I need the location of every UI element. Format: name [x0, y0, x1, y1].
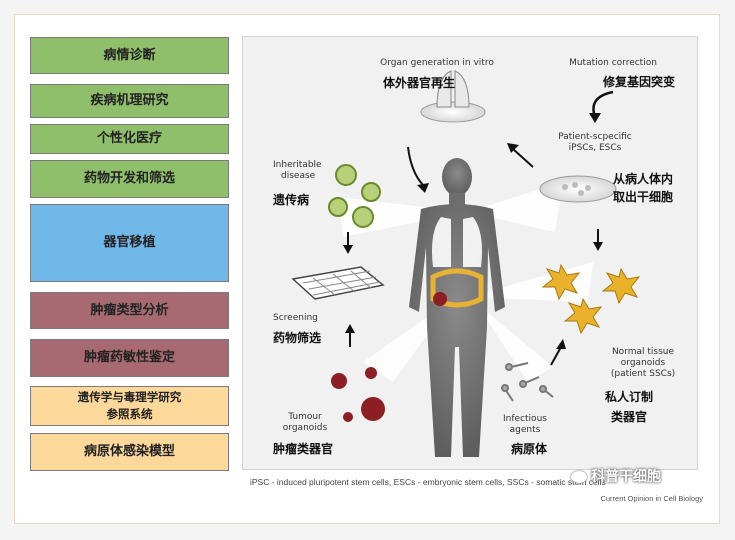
- sidebar-item-label: 疾病机理研究: [90, 93, 169, 108]
- arrow-infectious: [550, 346, 562, 366]
- label-inheritable-1: Inheritable: [273, 160, 322, 170]
- sidebar-item-label: 药物开发和筛选: [83, 171, 175, 186]
- arrow-organ-to-body: [407, 146, 424, 186]
- label-normal-3: (patient SSCs): [611, 369, 675, 379]
- sidebar-item-label: 遗传学与毒理学研究 参照系统: [77, 390, 182, 421]
- arrowhead-up-screening-icon: [345, 324, 355, 333]
- patient-stem-cell-dish: [539, 175, 617, 203]
- sidebar-item-diagnosis: 病情诊断: [30, 37, 229, 74]
- sidebar-item-transplant: 器官移植: [30, 204, 229, 282]
- sidebar-item-tumor-drug-sensitivity: 肿瘤药敏性鉴定: [30, 339, 229, 377]
- label-normal-cn-1: 私人订制: [604, 389, 653, 404]
- mutation-arrowhead-icon: [589, 113, 601, 123]
- watermark-text: 科普干细胞: [591, 469, 661, 485]
- wechat-icon: [571, 471, 587, 483]
- arrow-to-organ-generation: [512, 148, 534, 168]
- sidebar-item-tumor-typing: 肿瘤类型分析: [30, 292, 229, 329]
- sidebar-item-label: 病原体感染模型: [83, 444, 175, 459]
- organ-generation-dish: [420, 70, 486, 123]
- screening-well-plate: [291, 266, 385, 300]
- sidebar-item-genetics-toxicology: 遗传学与毒理学研究 参照系统: [30, 386, 229, 426]
- watermark: 科普干细胞: [571, 466, 661, 486]
- sidebar-item-label: 病情诊断: [103, 47, 156, 63]
- sidebar-item-label: 器官移植: [103, 235, 156, 250]
- normal-tissue-organoids: [541, 263, 641, 335]
- label-mutation-correction: Mutation correction: [569, 58, 657, 68]
- label-patient-cn-2: 取出干细胞: [613, 189, 673, 204]
- human-body: [409, 158, 505, 457]
- sidebar-item-drug-development: 药物开发和筛选: [30, 160, 229, 198]
- tumour-organoids: [331, 367, 385, 422]
- infectious-agents: [501, 362, 554, 402]
- label-infectious-cn: 病原体: [511, 441, 548, 456]
- sidebar-item-personalized: 个性化医疗: [30, 124, 229, 154]
- sidebar-item-label: 个性化医疗: [96, 131, 162, 146]
- label-patient-cn-1: 从病人体内: [613, 171, 673, 186]
- label-screening-cn: 药物筛选: [273, 330, 321, 345]
- label-normal-cn-2: 类器官: [611, 409, 647, 424]
- inheritable-disease-cells: [328, 164, 381, 228]
- label-tumour-2: organoids: [283, 423, 328, 433]
- diagram-canvas: Organ generation in vitro 体外器官再生 Mutatio…: [272, 58, 675, 457]
- label-mutation-correction-cn: 修复基因突变: [602, 74, 675, 89]
- journal-credit: Current Opinion in Cell Biology: [600, 494, 703, 503]
- figure-caption: iPSC - induced pluripotent stem cells, E…: [250, 477, 606, 487]
- sidebar-item-label: 肿瘤类型分析: [90, 302, 169, 318]
- ray-right: [468, 182, 563, 232]
- label-patient-specific-2: iPSCs, ESCs: [569, 143, 622, 153]
- organoid-application-diagram: Organ generation in vitro 体外器官再生 Mutatio…: [242, 36, 698, 470]
- label-patient-specific-1: Patient-scpecific: [558, 132, 632, 142]
- arrowhead-infectious-icon: [556, 339, 566, 349]
- label-normal-1: Normal tissue: [612, 347, 675, 357]
- sidebar-item-label: 肿瘤药敏性鉴定: [83, 350, 175, 365]
- label-infectious-2: agents: [510, 425, 541, 435]
- label-normal-2: organoids: [621, 358, 666, 368]
- label-inheritable-cn: 遗传病: [272, 192, 309, 207]
- label-infectious-1: Infectious: [503, 414, 547, 424]
- label-organ-generation: Organ generation in vitro: [380, 58, 494, 68]
- sidebar-item-mechanism: 疾病机理研究: [30, 84, 229, 118]
- arrowhead-screening-icon: [343, 245, 353, 254]
- label-screening: Screening: [273, 313, 318, 323]
- label-organ-generation-cn: 体外器官再生: [383, 75, 455, 90]
- label-tumour-cn: 肿瘤类器官: [273, 441, 333, 456]
- arrowhead-organ-generation-icon: [507, 143, 519, 153]
- ray-bottom-right: [475, 302, 553, 382]
- label-inheritable-2: disease: [281, 171, 316, 181]
- arrowhead-organ-to-body-icon: [417, 183, 429, 193]
- arrowhead-normal-organoids-icon: [593, 242, 603, 251]
- sidebar-item-infection-model: 病原体感染模型: [30, 433, 229, 471]
- ray-left: [338, 197, 468, 237]
- label-tumour-1: Tumour: [287, 412, 322, 422]
